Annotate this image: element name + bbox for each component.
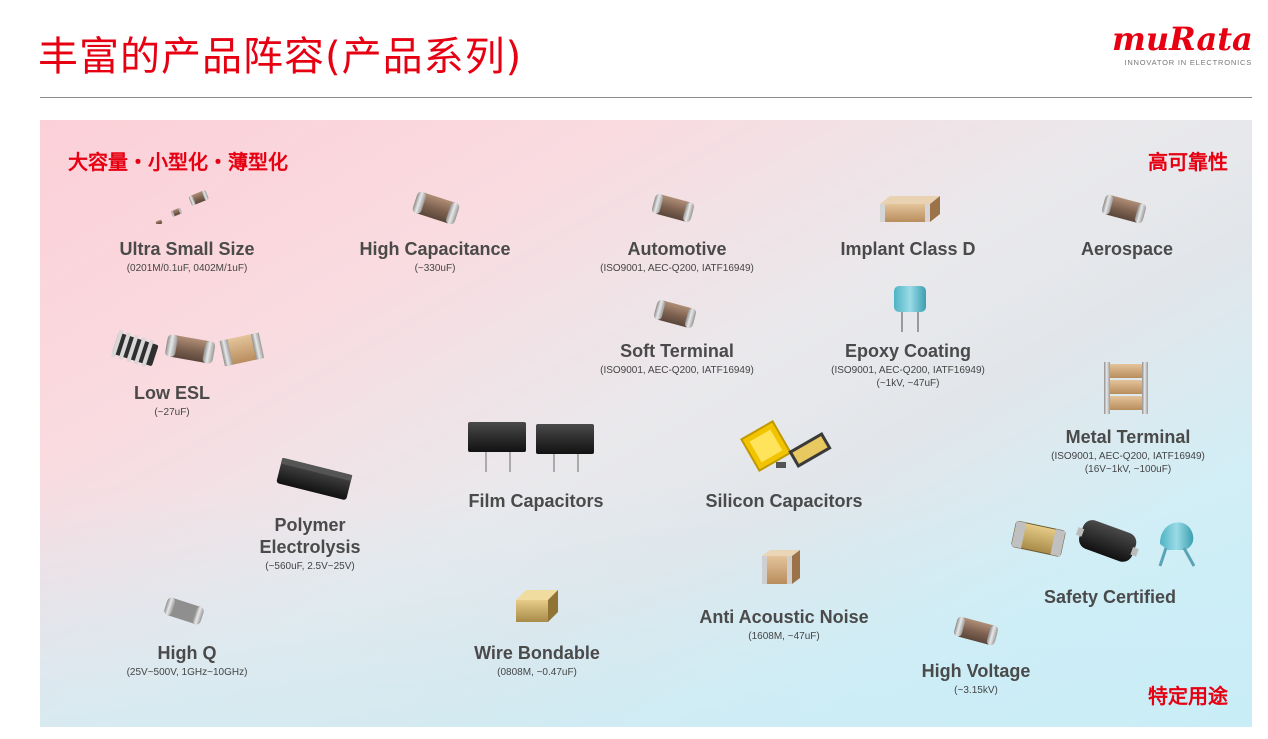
chip-capacitor-icon — [1102, 194, 1146, 224]
product-metal-terminal: Metal Terminal (ISO9001, AEC-Q200, IATF1… — [1051, 427, 1205, 475]
product-film-capacitors: Film Capacitors — [468, 491, 604, 511]
stacked-capacitor-icon — [1104, 362, 1148, 414]
page-title: 丰富的产品阵容(产品系列) — [38, 34, 523, 80]
product-implant-class-d: Implant Class D — [840, 239, 976, 259]
product-high-voltage: High Voltage (~3.15kV) — [921, 661, 1031, 696]
title-divider — [40, 97, 1252, 98]
product-wire-bondable: Wire Bondable (0808M, ~0.47uF) — [474, 643, 600, 678]
silicon-capacitors-icon — [740, 420, 832, 472]
product-automotive: Automotive (ISO9001, AEC-Q200, IATF16949… — [600, 239, 754, 274]
product-epoxy-coating: Epoxy Coating (ISO9001, AEC-Q200, IATF16… — [831, 341, 985, 389]
product-polymer-electrolysis: Polymer Electrolysis (~560uF, 2.5V~25V) — [259, 515, 361, 572]
chip-capacitor-icon — [653, 300, 697, 328]
tiny-chip-capacitors-icon — [155, 190, 209, 224]
film-capacitors-icon — [468, 422, 594, 472]
product-silicon-capacitors: Silicon Capacitors — [705, 491, 863, 511]
product-ultra-small-size: Ultra Small Size (0201M/0.1uF, 0402M/1uF… — [119, 239, 255, 274]
logo-tagline: INNOVATOR IN ELECTRONICS — [1124, 58, 1252, 67]
chip-capacitor-icon — [164, 597, 204, 625]
product-anti-acoustic-noise: Anti Acoustic Noise (1608M, ~47uF) — [699, 607, 869, 642]
tan-chip-capacitor-icon — [762, 550, 800, 584]
corner-label-reliability: 高可靠性 — [1148, 150, 1228, 174]
low-esl-capacitors-icon — [110, 329, 265, 368]
logo-wordmark: muRata — [1112, 20, 1253, 58]
product-safety-certified: Safety Certified — [1043, 587, 1177, 607]
corner-label-capacity: 大容量・小型化・薄型化 — [68, 150, 288, 174]
product-low-esl: Low ESL (~27uF) — [134, 383, 210, 418]
product-lineup-panel: 大容量・小型化・薄型化 高可靠性 特定用途 Ultra Small Size (… — [40, 120, 1252, 727]
product-high-q: High Q (25V~500V, 1GHz~10GHz) — [126, 643, 248, 678]
tan-chip-capacitor-icon — [880, 196, 940, 222]
polymer-capacitor-icon — [276, 458, 353, 500]
product-high-capacitance: High Capacitance (~330uF) — [359, 239, 511, 274]
blue-leaded-capacitor-icon — [894, 286, 926, 332]
chip-capacitor-icon — [651, 194, 695, 222]
gold-chip-capacitor-icon — [516, 590, 558, 622]
product-aerospace: Aerospace — [1080, 239, 1174, 259]
product-soft-terminal: Soft Terminal (ISO9001, AEC-Q200, IATF16… — [600, 341, 754, 376]
murata-logo: muRata INNOVATOR IN ELECTRONICS — [1112, 20, 1253, 67]
safety-capacitors-icon — [1011, 520, 1196, 567]
chip-capacitor-icon — [412, 191, 460, 225]
corner-label-special-use: 特定用途 — [1148, 684, 1228, 708]
chip-capacitor-icon — [954, 616, 998, 646]
